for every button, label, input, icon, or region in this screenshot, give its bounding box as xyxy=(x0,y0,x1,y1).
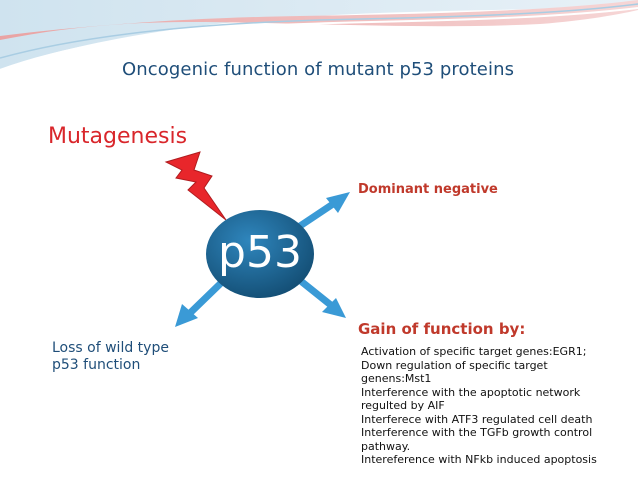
arrow-down-right-icon xyxy=(298,278,346,318)
list-item: regulted by AIF xyxy=(361,399,445,412)
list-item: Interferece with ATF3 regulated cell dea… xyxy=(361,412,593,426)
loss-line: p53 function xyxy=(52,357,141,373)
loss-of-function-label: Loss of wild type p53 function xyxy=(52,340,169,374)
slide-panel xyxy=(45,55,593,479)
loss-line: Loss of wild type xyxy=(52,340,169,356)
list-item: Activation of specific target genes:EGR1… xyxy=(361,345,587,358)
p53-label: p53 xyxy=(218,226,302,278)
arrow-up-right-icon xyxy=(296,192,350,230)
p53-circle xyxy=(206,210,314,298)
list-item: Interference with the TGFb growth contro… xyxy=(361,426,593,439)
arrow-down-left-icon xyxy=(175,280,224,327)
list-item: Interference with the apoptotic network xyxy=(361,385,581,399)
diagram-title: Oncogenic function of mutant p53 protein… xyxy=(122,59,515,80)
list-item: Intereference with NFkb induced apoptosi… xyxy=(361,453,597,466)
list-item: pathway. xyxy=(361,439,411,453)
mutagenesis-label: Mutagenesis xyxy=(48,124,188,149)
dominant-negative-label: Dominant negative xyxy=(358,182,498,197)
gain-of-function-list: Activation of specific target genes:EGR1… xyxy=(361,345,597,467)
list-item: Down regulation of specific target xyxy=(361,358,548,372)
list-item: genens:Mst1 xyxy=(361,372,432,385)
gain-of-function-label: Gain of function by: xyxy=(358,320,526,338)
